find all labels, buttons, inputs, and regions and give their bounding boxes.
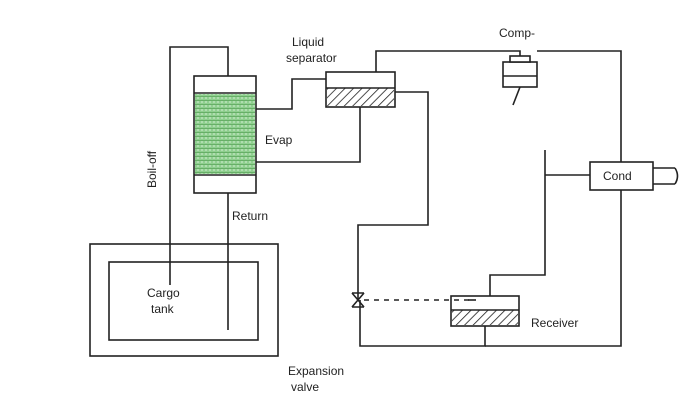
label-return: Return: [232, 209, 268, 223]
boil-off-line: [169, 46, 229, 285]
separator-to-evap-line: [256, 107, 361, 163]
compressor-to-condenser-line: [537, 50, 622, 162]
label-boil-off: Boil-off: [145, 150, 159, 188]
expansion-valve: [351, 292, 365, 308]
evaporator: [193, 75, 257, 194]
label-tank: tank: [151, 302, 175, 316]
label-compressor: Comp-: [499, 26, 535, 40]
evaporator-coil: [195, 94, 255, 174]
separator-to-compressor-line: [375, 50, 521, 72]
condenser: [589, 161, 679, 191]
label-valve: valve: [291, 380, 319, 394]
condenser-to-receiver-line: [489, 150, 590, 296]
label-evaporator: Evap: [265, 133, 293, 147]
label-liquid: Liquid: [292, 35, 324, 49]
label-receiver: Receiver: [531, 316, 578, 330]
receiver: [450, 295, 520, 327]
evap-to-separator-line: [256, 78, 326, 110]
condenser-return-line: [485, 190, 622, 347]
label-cargo: Cargo: [147, 286, 180, 300]
label-expansion: Expansion: [288, 364, 344, 378]
label-condenser: Cond: [603, 169, 632, 183]
separator-liquid-line: [357, 91, 429, 300]
cargo-tank: [108, 261, 259, 341]
compressor: [502, 55, 538, 106]
liquid-separator: [325, 71, 396, 108]
label-separator: separator: [286, 51, 337, 65]
receiver-to-valve-line: [359, 300, 486, 347]
